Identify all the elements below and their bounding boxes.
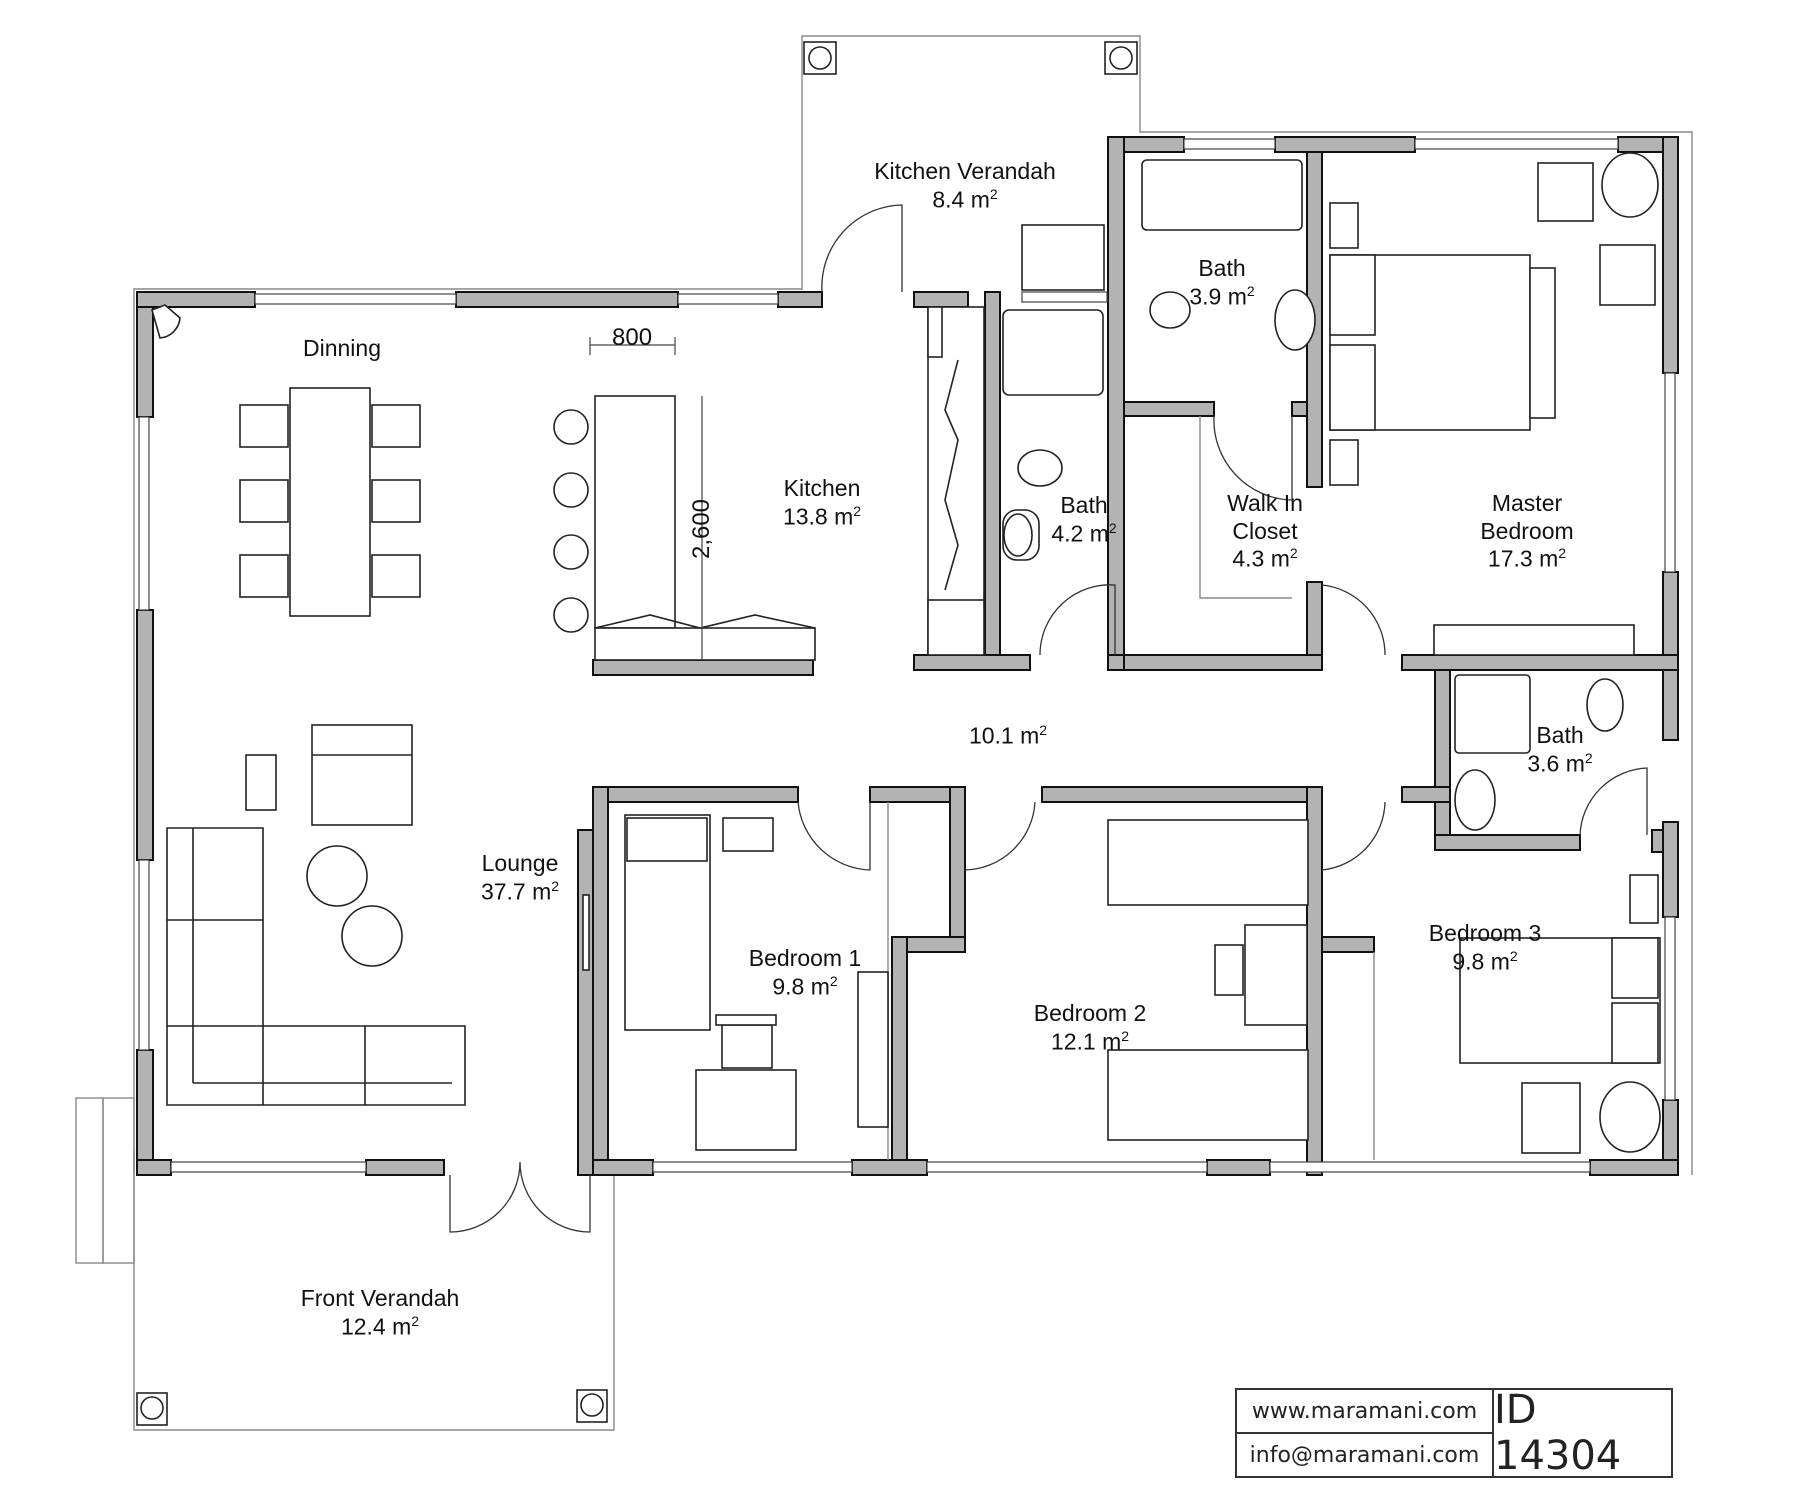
bedroom1-furniture	[624, 814, 889, 1151]
stamp-plan-id: ID 14304	[1494, 1387, 1622, 1479]
bedroom3-furniture	[1459, 874, 1661, 1154]
bedroom2-furniture	[1107, 819, 1309, 1141]
room-name: Bedroom 1	[748, 945, 862, 971]
room-name: Kitchen	[783, 475, 861, 501]
room-area: 9.8 m2	[1452, 947, 1518, 975]
front-verandah-outline	[75, 1097, 615, 1431]
room-name: Front Verandah	[300, 1285, 460, 1311]
room-area: 9.8 m2	[772, 972, 838, 1000]
room-label-dinning: Dinning	[303, 335, 381, 363]
room-area: 8.4 m2	[932, 185, 998, 213]
room-area: 13.8 m2	[782, 502, 862, 530]
room-area: 3.6 m2	[1527, 749, 1593, 777]
room-area: 37.7 m2	[480, 877, 560, 905]
stamp-email[interactable]: info@maramani.com	[1249, 1442, 1480, 1468]
room-name: Dinning	[303, 335, 381, 361]
hall-bath-fixtures	[1002, 224, 1105, 561]
room-name: Closet	[1232, 517, 1298, 544]
ensuite-fixtures	[1141, 159, 1316, 351]
dimension-island-width: 800	[612, 324, 653, 351]
room-area: 4.2 m2	[1051, 519, 1117, 547]
kitchen-verandah-outline	[801, 35, 1693, 1175]
lounge-furniture	[166, 724, 590, 1106]
windows	[138, 138, 1676, 1173]
room-area: 12.1 m2	[1050, 1027, 1130, 1055]
kitchen-island	[553, 337, 816, 661]
title-stamp: www.maramani.com info@maramani.com ID 14…	[1235, 1387, 1673, 1479]
room-name: Bedroom	[1480, 517, 1574, 544]
room-name: Bath	[1060, 492, 1108, 518]
dining-table-set	[151, 304, 421, 617]
room-name: Lounge	[481, 850, 559, 876]
room-name: Kitchen Verandah	[874, 158, 1056, 184]
walls	[136, 136, 1679, 1176]
bath3-fixtures	[1454, 674, 1624, 831]
room-name: Master	[1491, 490, 1563, 516]
room-name: Bath	[1536, 722, 1584, 748]
room-area: 12.4 m2	[340, 1312, 420, 1340]
doors	[449, 204, 1648, 1233]
stamp-website[interactable]: www.maramani.com	[1237, 1390, 1492, 1434]
master-bedroom-furniture	[1329, 152, 1659, 656]
room-name: Bedroom 2	[1033, 1000, 1147, 1026]
room-name: Bedroom 3	[1428, 920, 1542, 946]
room-area: 3.9 m2	[1189, 282, 1255, 310]
room-label-hallway: 10.1 m2	[969, 722, 1047, 750]
house-outline	[133, 288, 802, 1172]
kitchen-counter	[927, 306, 985, 656]
room-name: Walk In	[1227, 490, 1303, 516]
room-name: Bath	[1198, 255, 1246, 281]
room-area: 17.3 m2	[1487, 545, 1567, 572]
room-area: 4.3 m2	[1232, 545, 1298, 572]
room-area: 10.1 m2	[968, 722, 1048, 749]
dimension-island-length: 2,600	[688, 498, 716, 560]
